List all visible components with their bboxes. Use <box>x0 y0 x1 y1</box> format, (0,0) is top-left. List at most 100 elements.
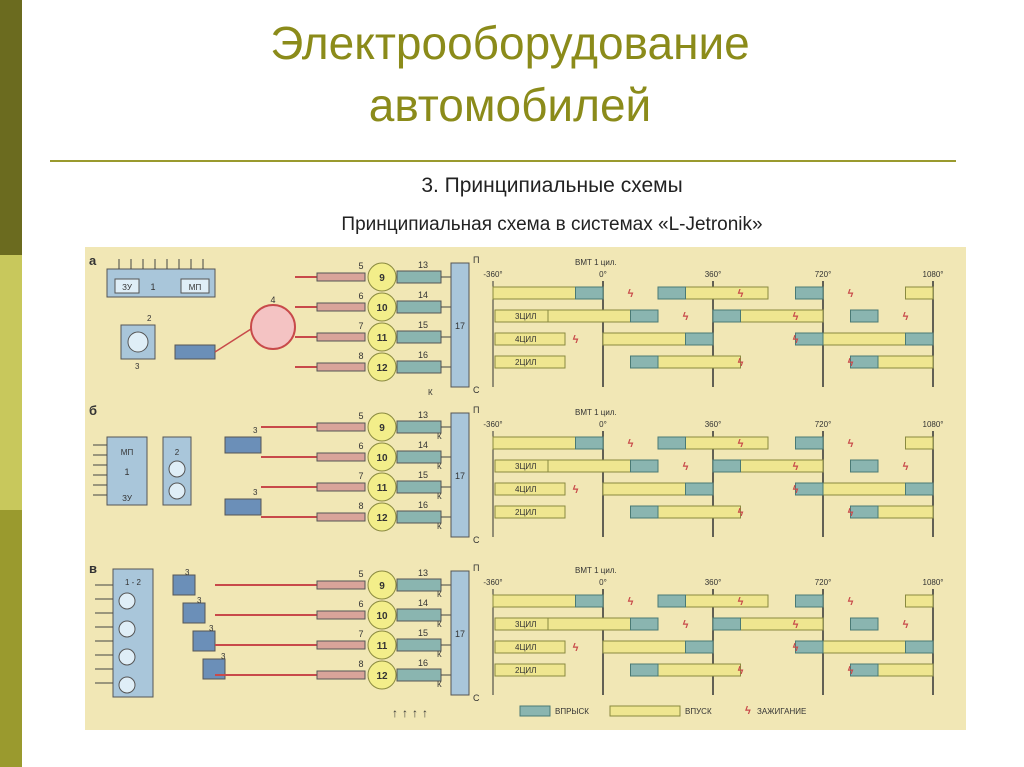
injector <box>396 578 442 592</box>
module-17 <box>450 412 470 538</box>
hv-cable <box>224 436 262 454</box>
ignition-mark: ϟ <box>683 311 689 323</box>
cylinder-label-box <box>494 482 566 496</box>
wire-number: 14 <box>418 290 428 300</box>
cable-label: 3 <box>185 568 190 577</box>
spark-plug <box>316 362 366 372</box>
wire-number: 15 <box>418 628 428 638</box>
distributor-wire <box>214 328 252 353</box>
legend-intake-swatch <box>609 705 681 717</box>
legend-ignition-mark: ϟ <box>745 705 751 717</box>
ignition-mark: ϟ <box>793 334 799 346</box>
intake-bar <box>877 355 934 369</box>
title-divider <box>50 160 956 162</box>
intake-bar <box>905 436 934 450</box>
coil-icon <box>168 482 186 500</box>
cylinder-number: 11 <box>377 641 388 652</box>
timing-angle: -360° <box>483 420 502 429</box>
ignition-mark: ϟ <box>738 357 744 369</box>
spark-plug <box>316 302 366 312</box>
injection-bar <box>712 617 741 631</box>
injection-bar <box>685 332 714 346</box>
injector <box>396 480 442 494</box>
timing-cylinder-label: 3ЦИЛ <box>515 462 536 471</box>
plug-number: 6 <box>358 291 363 301</box>
sidebar-segment-mid <box>0 510 22 767</box>
intake-bar <box>492 286 576 300</box>
cable-label: 3 <box>135 362 140 371</box>
timing-angle: 1080° <box>923 420 944 429</box>
injector <box>396 420 442 434</box>
cable-label: 3 <box>209 624 214 633</box>
module-17-label: 17 <box>455 471 465 481</box>
sidebar-segment-light <box>0 255 22 510</box>
input-arrow: ↑ <box>392 706 398 720</box>
module-17 <box>450 262 470 388</box>
timing-angle: 1080° <box>923 270 944 279</box>
k-label: К <box>428 388 433 397</box>
cylinder-number: 9 <box>379 423 385 434</box>
injector <box>396 510 442 524</box>
unit-1-label: 1 <box>124 467 129 477</box>
cylinder-number: 9 <box>379 581 385 592</box>
cylinder-label-box <box>494 332 566 346</box>
plug-number: 7 <box>358 321 363 331</box>
timing-angle: -360° <box>483 270 502 279</box>
legend-injection-swatch <box>519 705 551 717</box>
ignition-mark: ϟ <box>793 461 799 473</box>
timing-angle: 360° <box>705 420 722 429</box>
distributor-icon <box>250 304 296 350</box>
intake-bar <box>685 286 769 300</box>
panel-label: а <box>89 253 97 268</box>
intake-bar <box>822 332 906 346</box>
cylinder <box>367 600 397 630</box>
injection-bar <box>630 355 659 369</box>
spark-plug <box>316 610 366 620</box>
intake-bar <box>877 663 934 677</box>
timing-angle: 0° <box>599 420 607 429</box>
k-label: К <box>437 680 442 689</box>
wire-number: 16 <box>418 350 428 360</box>
timing-angle: -360° <box>483 578 502 587</box>
spark-plug <box>316 640 366 650</box>
intake-bar <box>657 505 741 519</box>
intake-bar <box>905 286 934 300</box>
ignition-mark: ϟ <box>628 288 634 300</box>
cylinder-number: 9 <box>379 273 385 284</box>
section-heading: 3. Принципиальные схемы <box>421 174 683 197</box>
injector <box>396 450 442 464</box>
injection-bar <box>850 505 879 519</box>
plug-number: 7 <box>358 471 363 481</box>
intake-bar <box>685 594 769 608</box>
plug-number: 8 <box>358 501 363 511</box>
cylinder <box>367 442 397 472</box>
hv-cable <box>172 574 196 596</box>
cylinder <box>367 412 397 442</box>
injection-bar <box>630 505 659 519</box>
cable-label: 3 <box>221 652 226 661</box>
ignition-mark: ϟ <box>848 507 854 519</box>
intake-bar <box>602 640 686 654</box>
injection-bar <box>905 482 934 496</box>
timing-header: ВМТ 1 цил. <box>575 566 617 575</box>
p-label: П <box>473 255 479 265</box>
cable-label: 3 <box>253 426 258 435</box>
intake-bar <box>547 459 631 473</box>
ignition-mark: ϟ <box>738 596 744 608</box>
k-label: К <box>437 590 442 599</box>
ignition-mark: ϟ <box>793 642 799 654</box>
ignition-mark: ϟ <box>738 665 744 677</box>
hv-cable <box>174 344 216 360</box>
cylinder <box>367 262 397 292</box>
ignition-mark: ϟ <box>573 484 579 496</box>
coil-icon <box>118 648 136 666</box>
title-line-2: автомобилей <box>368 79 652 131</box>
timing-cylinder-label: 3ЦИЛ <box>515 312 536 321</box>
ignition-mark: ϟ <box>903 311 909 323</box>
timing-angle: 360° <box>705 578 722 587</box>
injection-bar <box>850 617 879 631</box>
plug-number: 6 <box>358 441 363 451</box>
spark-plug <box>316 512 366 522</box>
sidebar-segment-dark <box>0 0 22 255</box>
c-label: С <box>473 385 480 395</box>
